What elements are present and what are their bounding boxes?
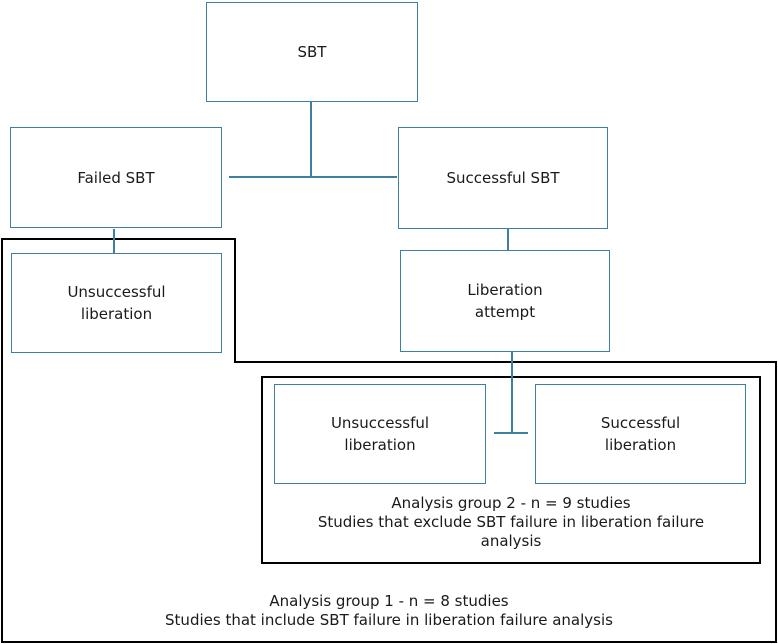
connector-successful-to-attempt	[507, 229, 509, 250]
connector-sbt-down	[310, 102, 312, 178]
successful-liberation-line2: liberation	[604, 436, 677, 454]
analysis-group-1-title: Analysis group 1 - n = 8 studies	[269, 592, 509, 610]
sbt-label: SBT	[297, 43, 327, 61]
unsuccessful-liberation-left-line2: liberation	[80, 305, 153, 323]
connector-failed-to-unsuccessful	[113, 229, 115, 253]
failed-sbt-label: Failed SBT	[77, 168, 155, 187]
connector-branch-horizontal	[229, 176, 397, 178]
successful-liberation-line1: Successful	[600, 414, 681, 432]
unsuccessful-liberation-left-line1: Unsuccessful	[67, 283, 166, 301]
liberation-attempt-line2: attempt	[474, 303, 536, 321]
failed-sbt-box: Failed SBT	[10, 127, 222, 228]
liberation-attempt-line1: Liberation	[467, 281, 543, 299]
unsuccessful-liberation-inner-line2: liberation	[344, 436, 416, 454]
unsuccessful-liberation-inner-box: Unsuccessful liberation	[274, 384, 486, 484]
sbt-box: SBT	[206, 2, 418, 102]
successful-sbt-label: Successful SBT	[446, 169, 560, 187]
successful-liberation-box: Successful liberation	[535, 384, 746, 484]
analysis-group-2-caption: Analysis group 2 - n = 9 studies Studies…	[263, 494, 759, 551]
analysis-group-1-caption: Analysis group 1 - n = 8 studies Studies…	[4, 592, 774, 630]
unsuccessful-liberation-left-box: Unsuccessful liberation	[11, 253, 222, 353]
analysis-group-1-desc: Studies that include SBT failure in libe…	[165, 611, 613, 629]
analysis-group-2-desc-line1: Studies that exclude SBT failure in libe…	[317, 513, 705, 531]
analysis-group-2-desc-line2: analysis	[480, 532, 542, 550]
unsuccessful-liberation-inner-line1: Unsuccessful	[330, 414, 430, 432]
connector-inner-horizontal	[494, 432, 528, 434]
analysis-group-2-title: Analysis group 2 - n = 9 studies	[391, 494, 631, 512]
liberation-attempt-box: Liberation attempt	[400, 250, 610, 352]
successful-sbt-box: Successful SBT	[398, 127, 608, 229]
connector-attempt-down	[511, 352, 513, 434]
